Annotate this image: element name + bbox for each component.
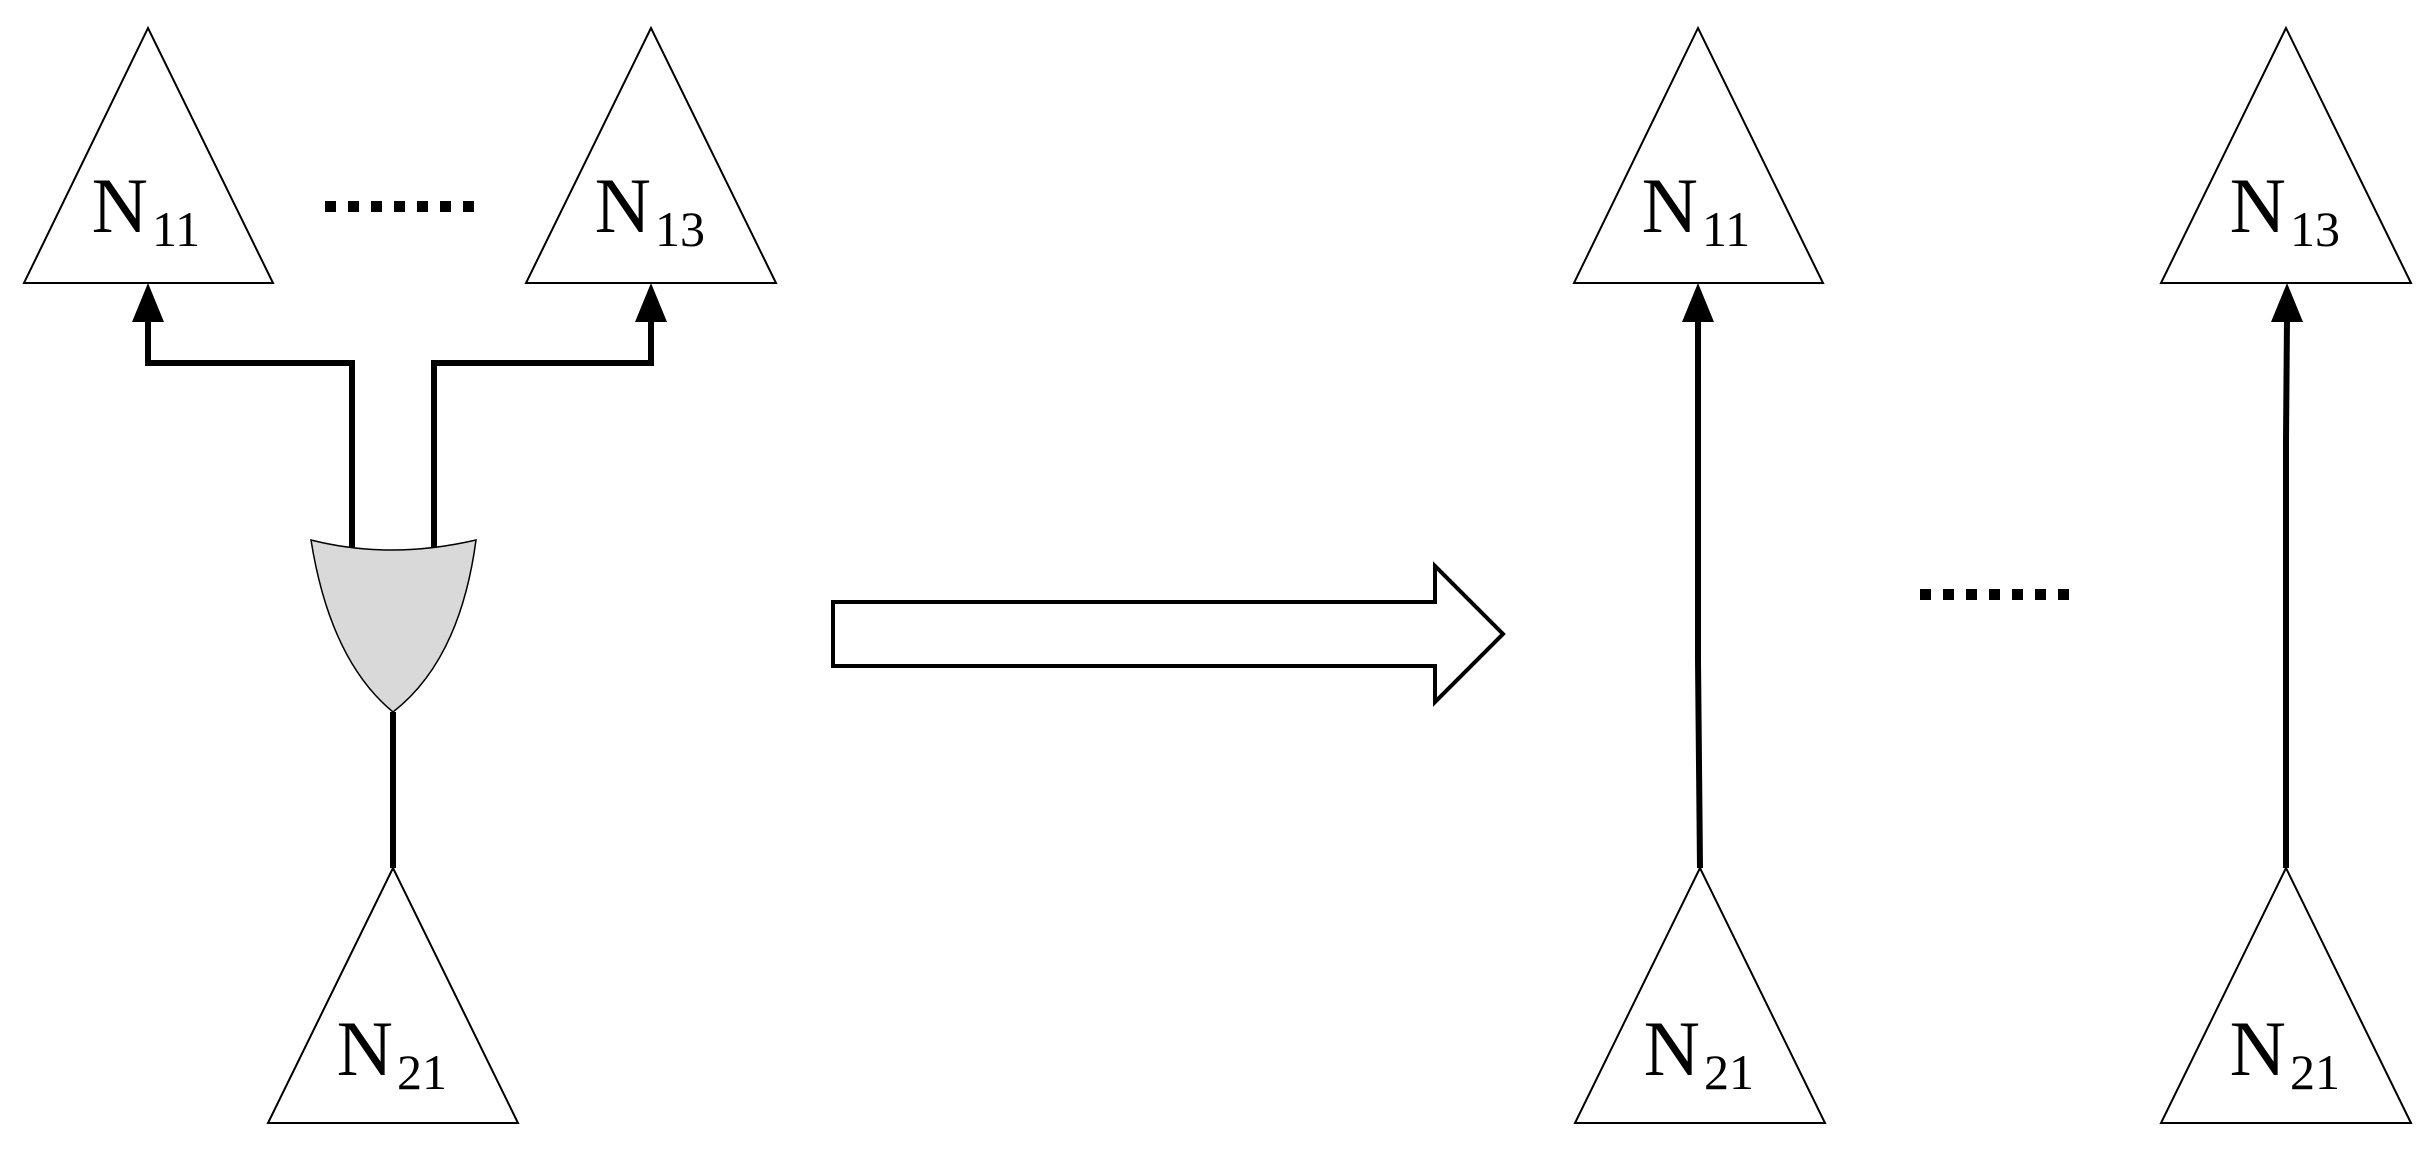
node-left-n21-sub: 21 (397, 1044, 447, 1100)
arrowhead-n11 (132, 283, 164, 322)
node-left-n11-main: N (92, 162, 148, 249)
node-left-n13-sub: 13 (655, 201, 705, 257)
node-left-n21-main: N (337, 1005, 393, 1092)
svg-text:N: N (2230, 1005, 2286, 1092)
arrowhead-n13 (635, 283, 667, 322)
svg-text:N: N (595, 162, 651, 249)
svg-text:N: N (2230, 162, 2286, 249)
arrowhead-right-n11 (1682, 283, 1714, 322)
svg-text:N: N (337, 1005, 393, 1092)
wire-gate-to-n13 (431, 318, 654, 550)
ellipsis-left-top (325, 201, 474, 212)
arrowhead-right-n13 (2271, 283, 2303, 322)
node-right-n13-sub: 13 (2290, 201, 2340, 257)
node-right-n21-b-main: N (2230, 1005, 2286, 1092)
node-left-n13: N 13 (524, 25, 778, 284)
wire-gate-to-n11 (145, 318, 355, 550)
node-left-n11-sub: 11 (152, 201, 200, 257)
svg-text:N: N (1642, 162, 1698, 249)
node-right-n11-main: N (1642, 162, 1698, 249)
svg-text:N: N (92, 162, 148, 249)
node-left-n13-main: N (595, 162, 651, 249)
svg-text:N: N (1644, 1005, 1700, 1092)
node-right-n21-b-sub: 21 (2290, 1044, 2340, 1100)
node-right-n21-a-main: N (1644, 1005, 1700, 1092)
node-right-n21-b: N 21 (2159, 865, 2413, 1124)
node-right-n13-main: N (2230, 162, 2286, 249)
node-left-n11: N 11 (22, 25, 275, 284)
transform-arrow (831, 561, 1506, 707)
or-gate (310, 538, 477, 713)
wire-right-n21-to-n11 (1695, 318, 1703, 869)
node-right-n13: N 13 (2159, 25, 2413, 284)
node-left-n21: N 21 (266, 865, 520, 1124)
node-right-n21-a: N 21 (1573, 865, 1827, 1124)
node-right-n11-sub: 11 (1702, 201, 1750, 257)
ellipsis-right-middle (1920, 589, 2069, 600)
wire-right-n21-to-n13 (2283, 317, 2290, 868)
node-right-n11: N 11 (1572, 25, 1825, 284)
node-right-n21-a-sub: 21 (1704, 1044, 1754, 1100)
